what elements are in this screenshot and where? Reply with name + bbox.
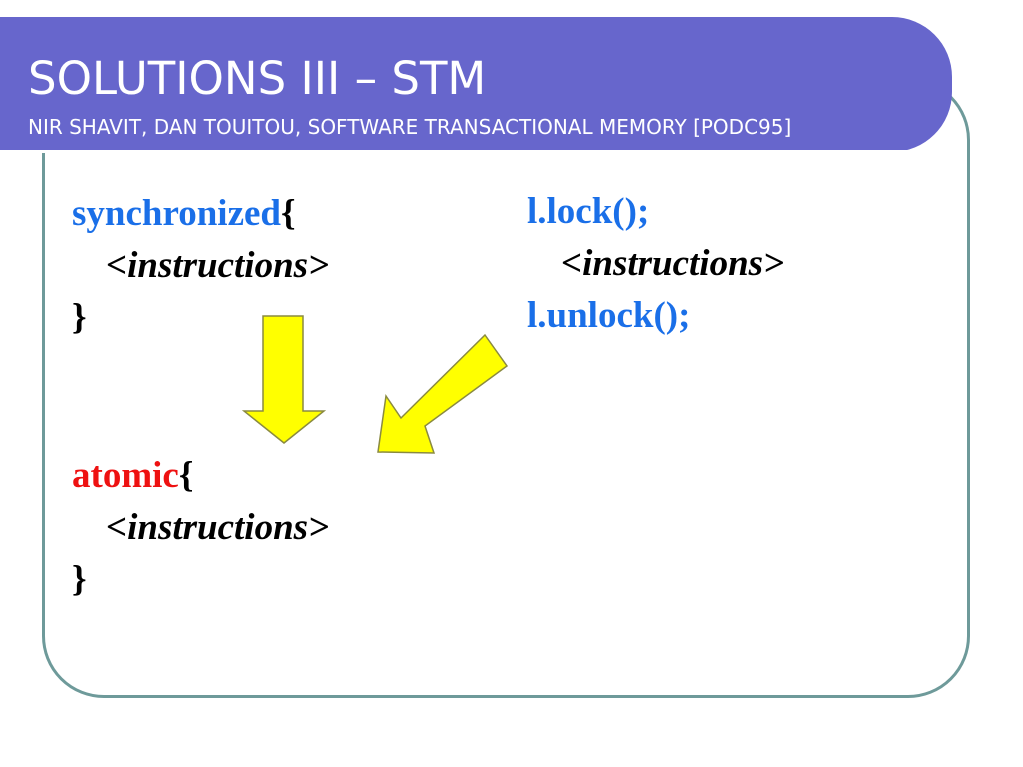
instructions-placeholder: <instructions> <box>106 245 330 286</box>
instructions-placeholder: <instructions> <box>106 507 330 548</box>
instructions-placeholder: <instructions> <box>561 243 785 284</box>
slide-frame <box>42 78 970 698</box>
lock-call: l.lock(); <box>527 191 650 232</box>
synchronized-keyword: synchronized <box>72 193 282 234</box>
open-brace: { <box>178 455 194 496</box>
atomic-keyword: atomic <box>72 455 179 496</box>
close-brace: } <box>72 559 87 600</box>
close-brace: } <box>72 297 87 338</box>
slide-subtitle: Nir Shavit, Dan Touitou, Software Transa… <box>28 115 792 139</box>
arrow-down-icon <box>241 315 327 444</box>
unlock-call: l.unlock(); <box>527 295 691 336</box>
slide-title: Solutions III – STM <box>28 52 487 105</box>
open-brace: { <box>281 193 296 234</box>
title-bar: Solutions III – STM Nir Shavit, Dan Toui… <box>0 17 952 153</box>
atomic-code-block: atomic{ <instructions> } <box>72 450 329 606</box>
title-underline <box>0 150 908 153</box>
lock-code-block: l.lock(); <instructions> l.unlock(); <box>527 186 784 342</box>
arrow-down-left-icon <box>377 333 509 454</box>
synchronized-code-block: synchronized{ <instructions> } <box>72 188 329 344</box>
